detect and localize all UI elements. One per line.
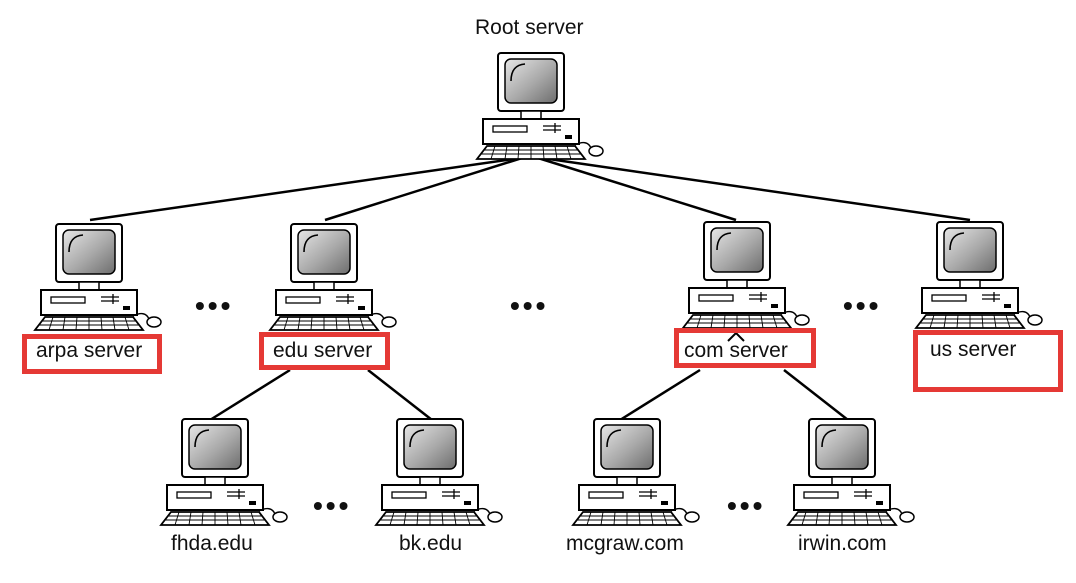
tree-connections (89, 156, 971, 422)
desktop-computer-icon (269, 223, 397, 331)
desktop-computer-icon (787, 418, 915, 526)
mcgraw-com-label: mcgraw.com (566, 532, 684, 555)
highlight-box-com (674, 328, 816, 368)
desktop-computer-icon (375, 418, 503, 526)
link-com-mcgraw (619, 368, 701, 422)
ellipsis-level1-left: ••• (195, 290, 234, 321)
com-server-label: com server (684, 339, 788, 362)
irwin-com-label: irwin.com (798, 532, 887, 555)
highlight-box-edu (259, 332, 390, 370)
us-server-label: us server (930, 338, 1017, 361)
desktop-computer-icon (572, 418, 700, 526)
highlight-box-us (913, 330, 1063, 392)
desktop-computer-icon (682, 221, 810, 329)
arpa-server-label: arpa server (36, 339, 143, 362)
link-root-edu (324, 156, 523, 222)
desktop-computer-icon (476, 52, 604, 160)
fhda-edu-label: fhda.edu (171, 532, 253, 555)
link-com-irwin (783, 369, 849, 421)
highlight-box-arpa (22, 334, 162, 374)
link-com-caret (727, 331, 745, 342)
ellipsis-level1-middle: ••• (510, 290, 549, 321)
link-edu-fhda (209, 368, 291, 422)
desktop-computer-icon (915, 221, 1043, 329)
link-root-com (537, 156, 737, 222)
desktop-computer-icon (34, 223, 162, 331)
desktop-computer-icon (160, 418, 288, 526)
edu-server-label: edu server (273, 339, 373, 362)
ellipsis-level1-right: ••• (843, 290, 882, 321)
bk-edu-label: bk.edu (399, 532, 463, 555)
link-edu-bk (367, 369, 433, 421)
link-root-arpa (89, 156, 521, 222)
link-root-us (541, 156, 971, 222)
ellipsis-level2-edu: ••• (313, 490, 352, 521)
root-server-label: Root server (475, 16, 584, 39)
ellipsis-level2-com: ••• (727, 490, 766, 521)
